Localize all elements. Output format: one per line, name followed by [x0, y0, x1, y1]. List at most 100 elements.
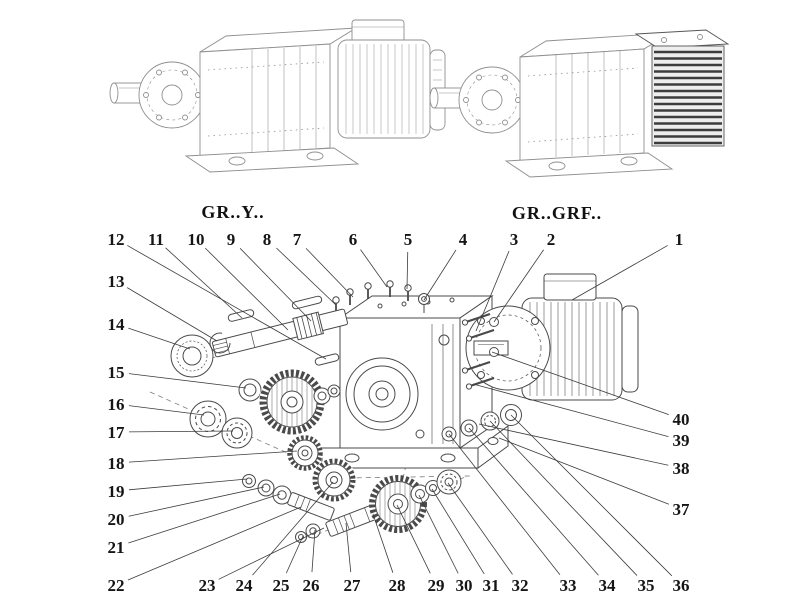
input-shaft [212, 295, 348, 366]
leader-line-22 [127, 506, 302, 581]
leader-line-15 [128, 373, 247, 389]
callout-number-37: 37 [673, 500, 691, 519]
callout-number-2: 2 [547, 230, 556, 249]
leader-line-35 [489, 420, 638, 576]
callout-number-28: 28 [389, 576, 406, 595]
callout-number-6: 6 [349, 230, 358, 249]
bearing [221, 417, 253, 449]
bearing-cover-sketch [138, 61, 206, 129]
leader-line-29 [396, 504, 431, 574]
leader-line-9 [239, 248, 312, 322]
callout-number-29: 29 [428, 576, 445, 595]
leader-line-33 [448, 433, 561, 576]
callout-number-4: 4 [459, 230, 468, 249]
callout-number-22: 22 [108, 576, 125, 595]
callout-number-8: 8 [263, 230, 272, 249]
leader-line-10 [204, 247, 289, 331]
leader-line-7 [305, 248, 354, 298]
leader-line-26 [311, 529, 316, 573]
leader-line-25 [285, 535, 304, 574]
leader-line-21 [128, 493, 281, 544]
leader-line-14 [128, 327, 191, 350]
callout-number-18: 18 [108, 454, 125, 473]
leader-line-18 [128, 450, 298, 463]
callout-number-39: 39 [673, 431, 690, 450]
leader-line-32 [447, 482, 513, 575]
callout-number-32: 32 [512, 576, 529, 595]
callout-number-15: 15 [108, 363, 125, 382]
callout-number-21: 21 [108, 538, 125, 557]
leader-line-19 [128, 478, 248, 491]
callout-number-11: 11 [148, 230, 164, 249]
callout-number-20: 20 [108, 510, 125, 529]
leader-line-39 [472, 383, 669, 438]
leader-line-13 [126, 287, 218, 342]
washer [327, 384, 341, 398]
leader-line-20 [128, 486, 265, 517]
helical-gear-large [259, 369, 325, 435]
leader-line-2 [493, 249, 544, 323]
callout-number-36: 36 [673, 576, 690, 595]
washer [305, 523, 321, 539]
callout-number-24: 24 [236, 576, 254, 595]
leader-line-38 [478, 423, 669, 466]
callout-number-17: 17 [108, 423, 126, 442]
callout-number-1: 1 [675, 230, 684, 249]
drain-plug [415, 429, 425, 439]
leader-line-27 [345, 522, 352, 573]
washer [242, 474, 256, 488]
leader-line-6 [360, 249, 388, 288]
leader-line-16 [128, 405, 205, 416]
leader-line-17 [128, 430, 234, 433]
callout-number-31: 31 [483, 576, 500, 595]
bearing-cover-sketch [458, 66, 526, 134]
shaft-key [291, 295, 323, 310]
bearing [436, 469, 462, 495]
oil-plug [438, 334, 450, 346]
leader-line-34 [468, 427, 599, 576]
bolt-icon [364, 282, 372, 299]
callout-number-9: 9 [227, 230, 236, 249]
callout-number-35: 35 [638, 576, 655, 595]
bolt-icon [386, 280, 394, 297]
machine-gr-y-drawing [109, 19, 446, 173]
exploded-view [149, 273, 639, 543]
motor-fan-cowl [621, 305, 639, 393]
motor-sketch [337, 19, 446, 139]
gear-with-hub [312, 458, 356, 502]
bearing [189, 400, 227, 438]
callout-number-30: 30 [456, 576, 473, 595]
motor-terminal-box [543, 273, 597, 301]
variant-label-gr-y: GR..Y.. [201, 202, 264, 222]
leader-line-4 [423, 249, 457, 301]
oil-seal [170, 334, 214, 378]
bolt-icon [404, 284, 412, 301]
bolt-icon [346, 288, 354, 305]
leader-line-31 [431, 488, 485, 575]
gear-housing [321, 295, 509, 469]
callout-number-16: 16 [108, 395, 125, 414]
leader-line-24 [252, 481, 334, 576]
housing-sketch [504, 32, 674, 178]
callout-number-34: 34 [599, 576, 617, 595]
output-gear-large [369, 475, 427, 533]
leader-line-5 [406, 251, 409, 290]
leader-line-36 [510, 414, 673, 577]
callout-number-23: 23 [199, 576, 216, 595]
callout-number-27: 27 [344, 576, 362, 595]
callout-number-40: 40 [673, 410, 690, 429]
callout-number-26: 26 [303, 576, 320, 595]
machine-gr-grf-drawing [429, 29, 730, 178]
callout-number-38: 38 [673, 459, 690, 478]
gear-medium [287, 435, 323, 471]
spacer-ring [238, 378, 262, 402]
leader-line-40 [491, 351, 669, 416]
shaft-key [314, 353, 340, 366]
mounting-foot-right [477, 425, 509, 469]
cover-bolts [332, 280, 412, 313]
shaft-key [227, 309, 255, 322]
variant-label-gr-grf: GR..GRF.. [512, 203, 602, 223]
leader-line-11 [165, 247, 243, 319]
